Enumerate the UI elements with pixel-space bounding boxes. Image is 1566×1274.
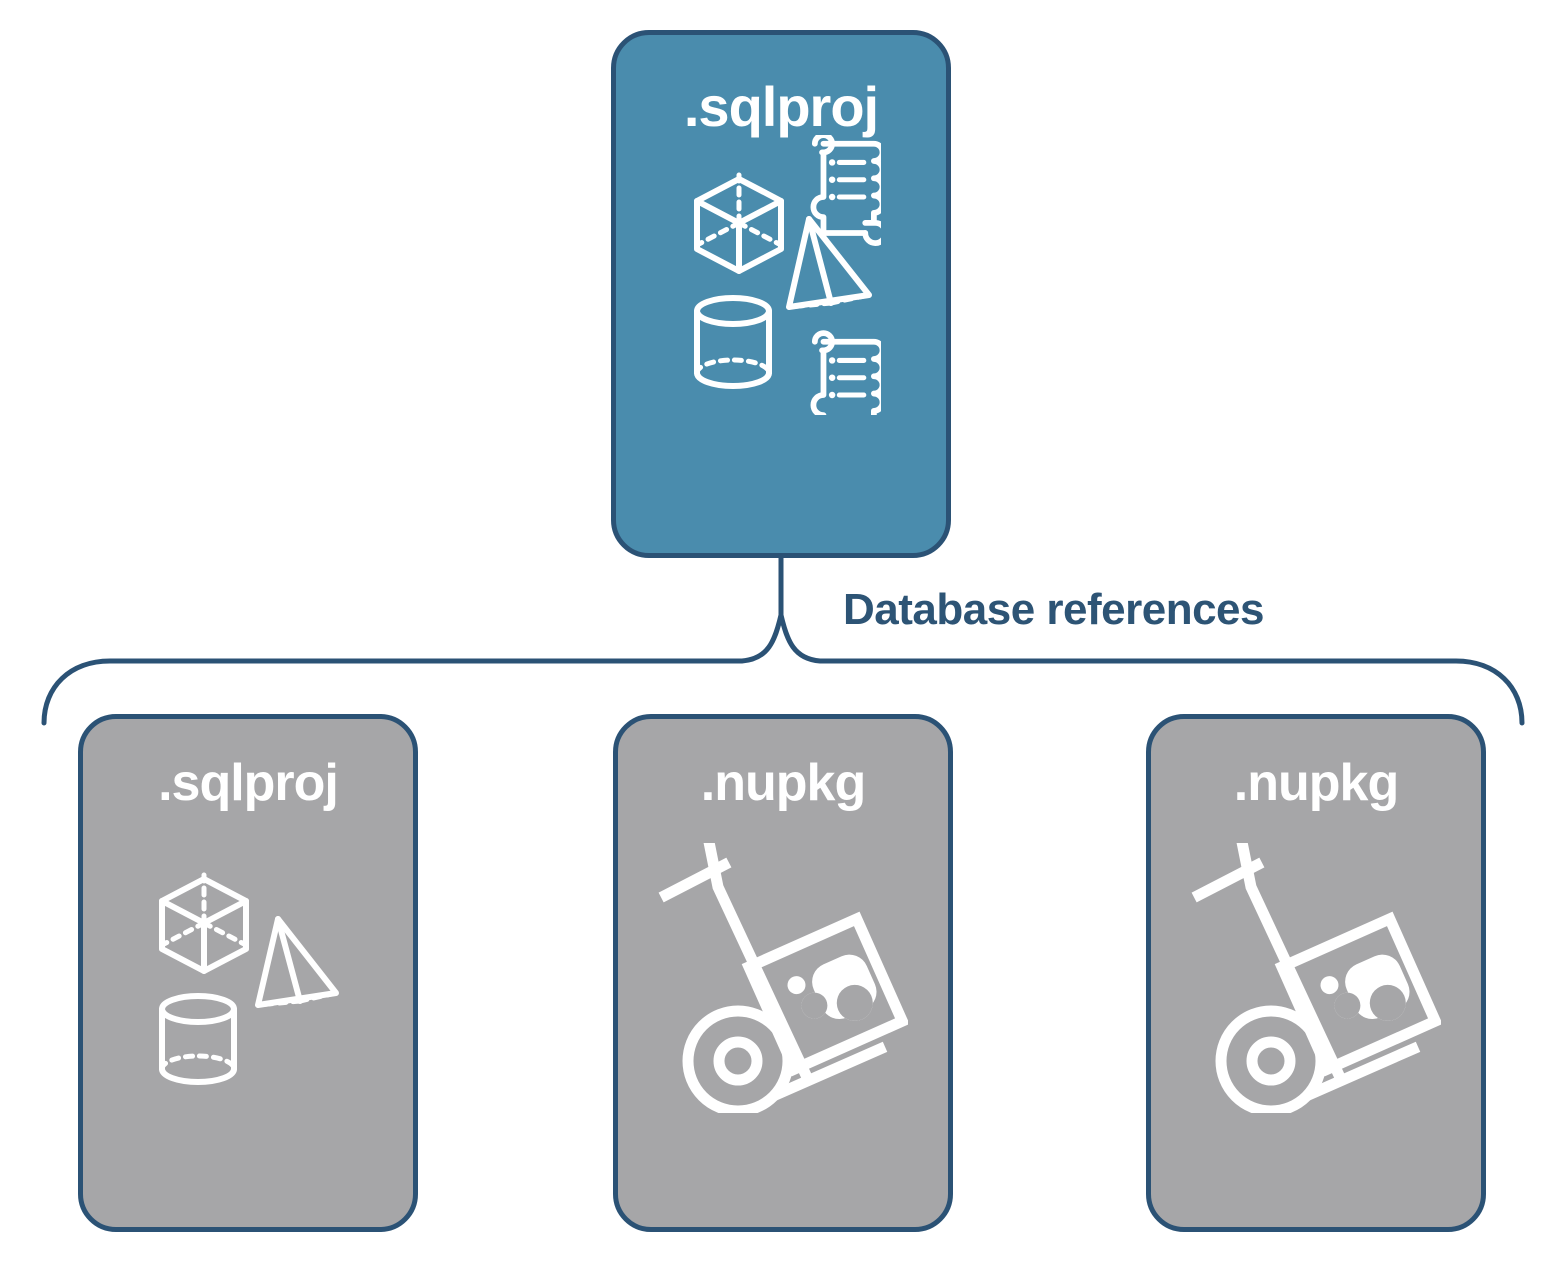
cube-wireframe-icon [159, 872, 249, 974]
node-child-nupkg-2-label: .nupkg [1233, 754, 1399, 812]
node-root-sqlproj[interactable]: .sqlproj [611, 30, 951, 558]
node-child-nupkg-1-label: .nupkg [700, 754, 866, 812]
scroll-document-icon [810, 330, 881, 415]
cube-wireframe-icon [694, 172, 784, 274]
connector-label-database-references: Database references [843, 585, 1264, 634]
hand-truck-package-icon [658, 843, 908, 1113]
node-child-sqlproj[interactable]: .sqlproj [78, 714, 418, 1232]
sqlproj-icon-cluster [159, 872, 339, 1085]
cylinder-wireframe-icon [159, 993, 237, 1085]
node-child-sqlproj-label: .sqlproj [158, 754, 339, 812]
cylinder-wireframe-icon [694, 295, 772, 389]
pyramid-wireframe-icon [255, 916, 339, 1008]
node-child-nupkg-2-artwork [1151, 809, 1481, 1227]
node-child-nupkg-1[interactable]: .nupkg [613, 714, 953, 1232]
scroll-document-icon [810, 135, 881, 246]
pyramid-wireframe-icon [786, 216, 872, 310]
node-child-nupkg-1-artwork [618, 809, 948, 1227]
root-icon-cluster [694, 135, 881, 415]
node-child-sqlproj-artwork [83, 809, 413, 1227]
hand-truck-package-icon [1191, 843, 1441, 1113]
node-root-artwork [616, 135, 946, 553]
node-root-label: .sqlproj [683, 75, 879, 138]
node-child-nupkg-2[interactable]: .nupkg [1146, 714, 1486, 1232]
